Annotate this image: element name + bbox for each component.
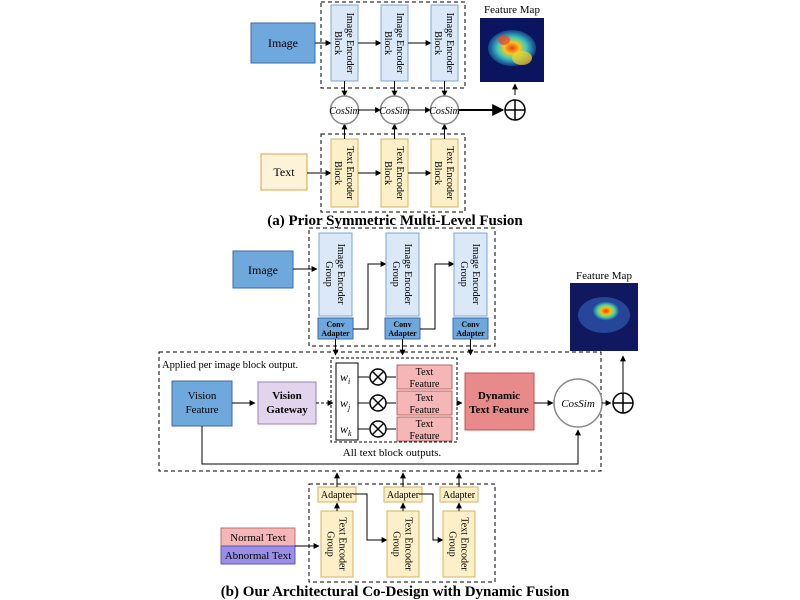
svg-text:Image Encoder: Image Encoder [444,13,455,74]
image-encoder-group-b [318,232,353,317]
conv-adapter-label: Conv [461,320,479,329]
applied-note: Applied per image block output. [162,360,298,371]
svg-text:Block: Block [432,31,443,55]
svg-text:Feature: Feature [410,431,441,442]
text-encoder-block-a [380,138,409,208]
image-encoder-stack-a [320,1,466,89]
svg-text:Group: Group [325,531,336,557]
svg-text:Image Encoder: Image Encoder [344,13,355,74]
vision-feature [171,380,233,427]
text-feature-label: Text [416,367,434,378]
weight-label: wi [340,370,350,386]
svg-text:Feature: Feature [410,405,441,416]
svg-text:Block: Block [432,161,443,185]
text-input-a-label: Text [273,165,295,179]
svg-text:Group: Group [391,531,402,557]
svg-text:Text Encoder: Text Encoder [459,517,470,571]
svg-text:Text Encoder: Text Encoder [344,146,355,200]
image-encoder-block-a [430,4,459,82]
image-input-b [232,250,294,289]
svg-text:Group: Group [447,531,458,557]
text-encoder-groups-b [308,483,496,583]
image-input-b-label: Image [248,263,278,277]
adapter-label: Adapter [443,490,476,501]
dynamic-text-feature [464,372,535,431]
image-encoder-group-b [385,232,420,317]
text-feature-label: Text [416,419,434,430]
abnormal-text-label: Abnormal Text [225,550,292,562]
feature-map-a-label: Feature Map [484,4,540,16]
svg-text:Group: Group [458,261,469,287]
feature-map-b-label: Feature Map [576,270,632,282]
svg-text:Group: Group [323,261,334,287]
svg-text:Adapter: Adapter [388,329,417,338]
svg-text:Block: Block [332,161,343,185]
text-encoder-group-b [386,510,420,578]
svg-text:Image Encoder: Image Encoder [402,244,413,305]
svg-text:Feature: Feature [410,379,441,390]
svg-text:Text Encoder: Text Encoder [444,146,455,200]
svg-text:Image Encoder: Image Encoder [470,244,481,305]
svg-text:Text Encoder: Text Encoder [394,146,405,200]
text-feature [396,390,453,416]
svg-text:Image Encoder: Image Encoder [335,244,346,305]
weight-label: wj [340,396,351,412]
normal-text-label: Normal Text [230,532,286,544]
image-encoder-groups-b [308,227,496,347]
text-feature [396,416,453,442]
text-feature [396,364,453,390]
svg-text:Adapter: Adapter [321,329,350,338]
image-encoder-block-a [380,4,409,82]
svg-text:Text Encoder: Text Encoder [337,517,348,571]
svg-text:Adapter: Adapter [456,329,485,338]
svg-text:Text Encoder: Text Encoder [403,517,414,571]
vision-gateway [257,381,317,425]
cossim-node-a-label: CosSim [429,106,460,117]
cossim-node-a-label: CosSim [379,106,410,117]
image-input-a-label: Image [268,36,298,50]
text-input-a [260,153,308,191]
conv-adapter-label: Conv [393,320,411,329]
text-encoder-stack-a [320,133,466,213]
caption-a: (a) Prior Symmetric Multi-Level Fusion [267,213,523,229]
svg-text:Block: Block [382,31,393,55]
svg-text:Image Encoder: Image Encoder [394,13,405,74]
cossim-node-a-label: CosSim [329,106,360,117]
text-encoder-group-b [320,510,354,578]
adapter-label: Adapter [387,490,420,501]
image-input-a [250,22,316,64]
adapter-label: Adapter [321,490,354,501]
all-text-note: All text block outputs. [343,447,442,459]
caption-b: (b) Our Architectural Co-Design with Dyn… [221,584,570,600]
svg-text:Block: Block [382,161,393,185]
weight-label: wk [340,422,352,438]
svg-text:Group: Group [390,261,401,287]
svg-text:Block: Block [332,31,343,55]
text-encoder-group-b [442,510,476,578]
cossim-node-b-label: CosSim [561,398,595,410]
text-feature-label: Text [416,393,434,404]
image-encoder-block-a [330,4,359,82]
dynamic-fusion-box [158,351,602,472]
image-encoder-group-b [453,232,488,317]
conv-adapter-label: Conv [326,320,344,329]
abnormal-text-input [220,545,296,565]
